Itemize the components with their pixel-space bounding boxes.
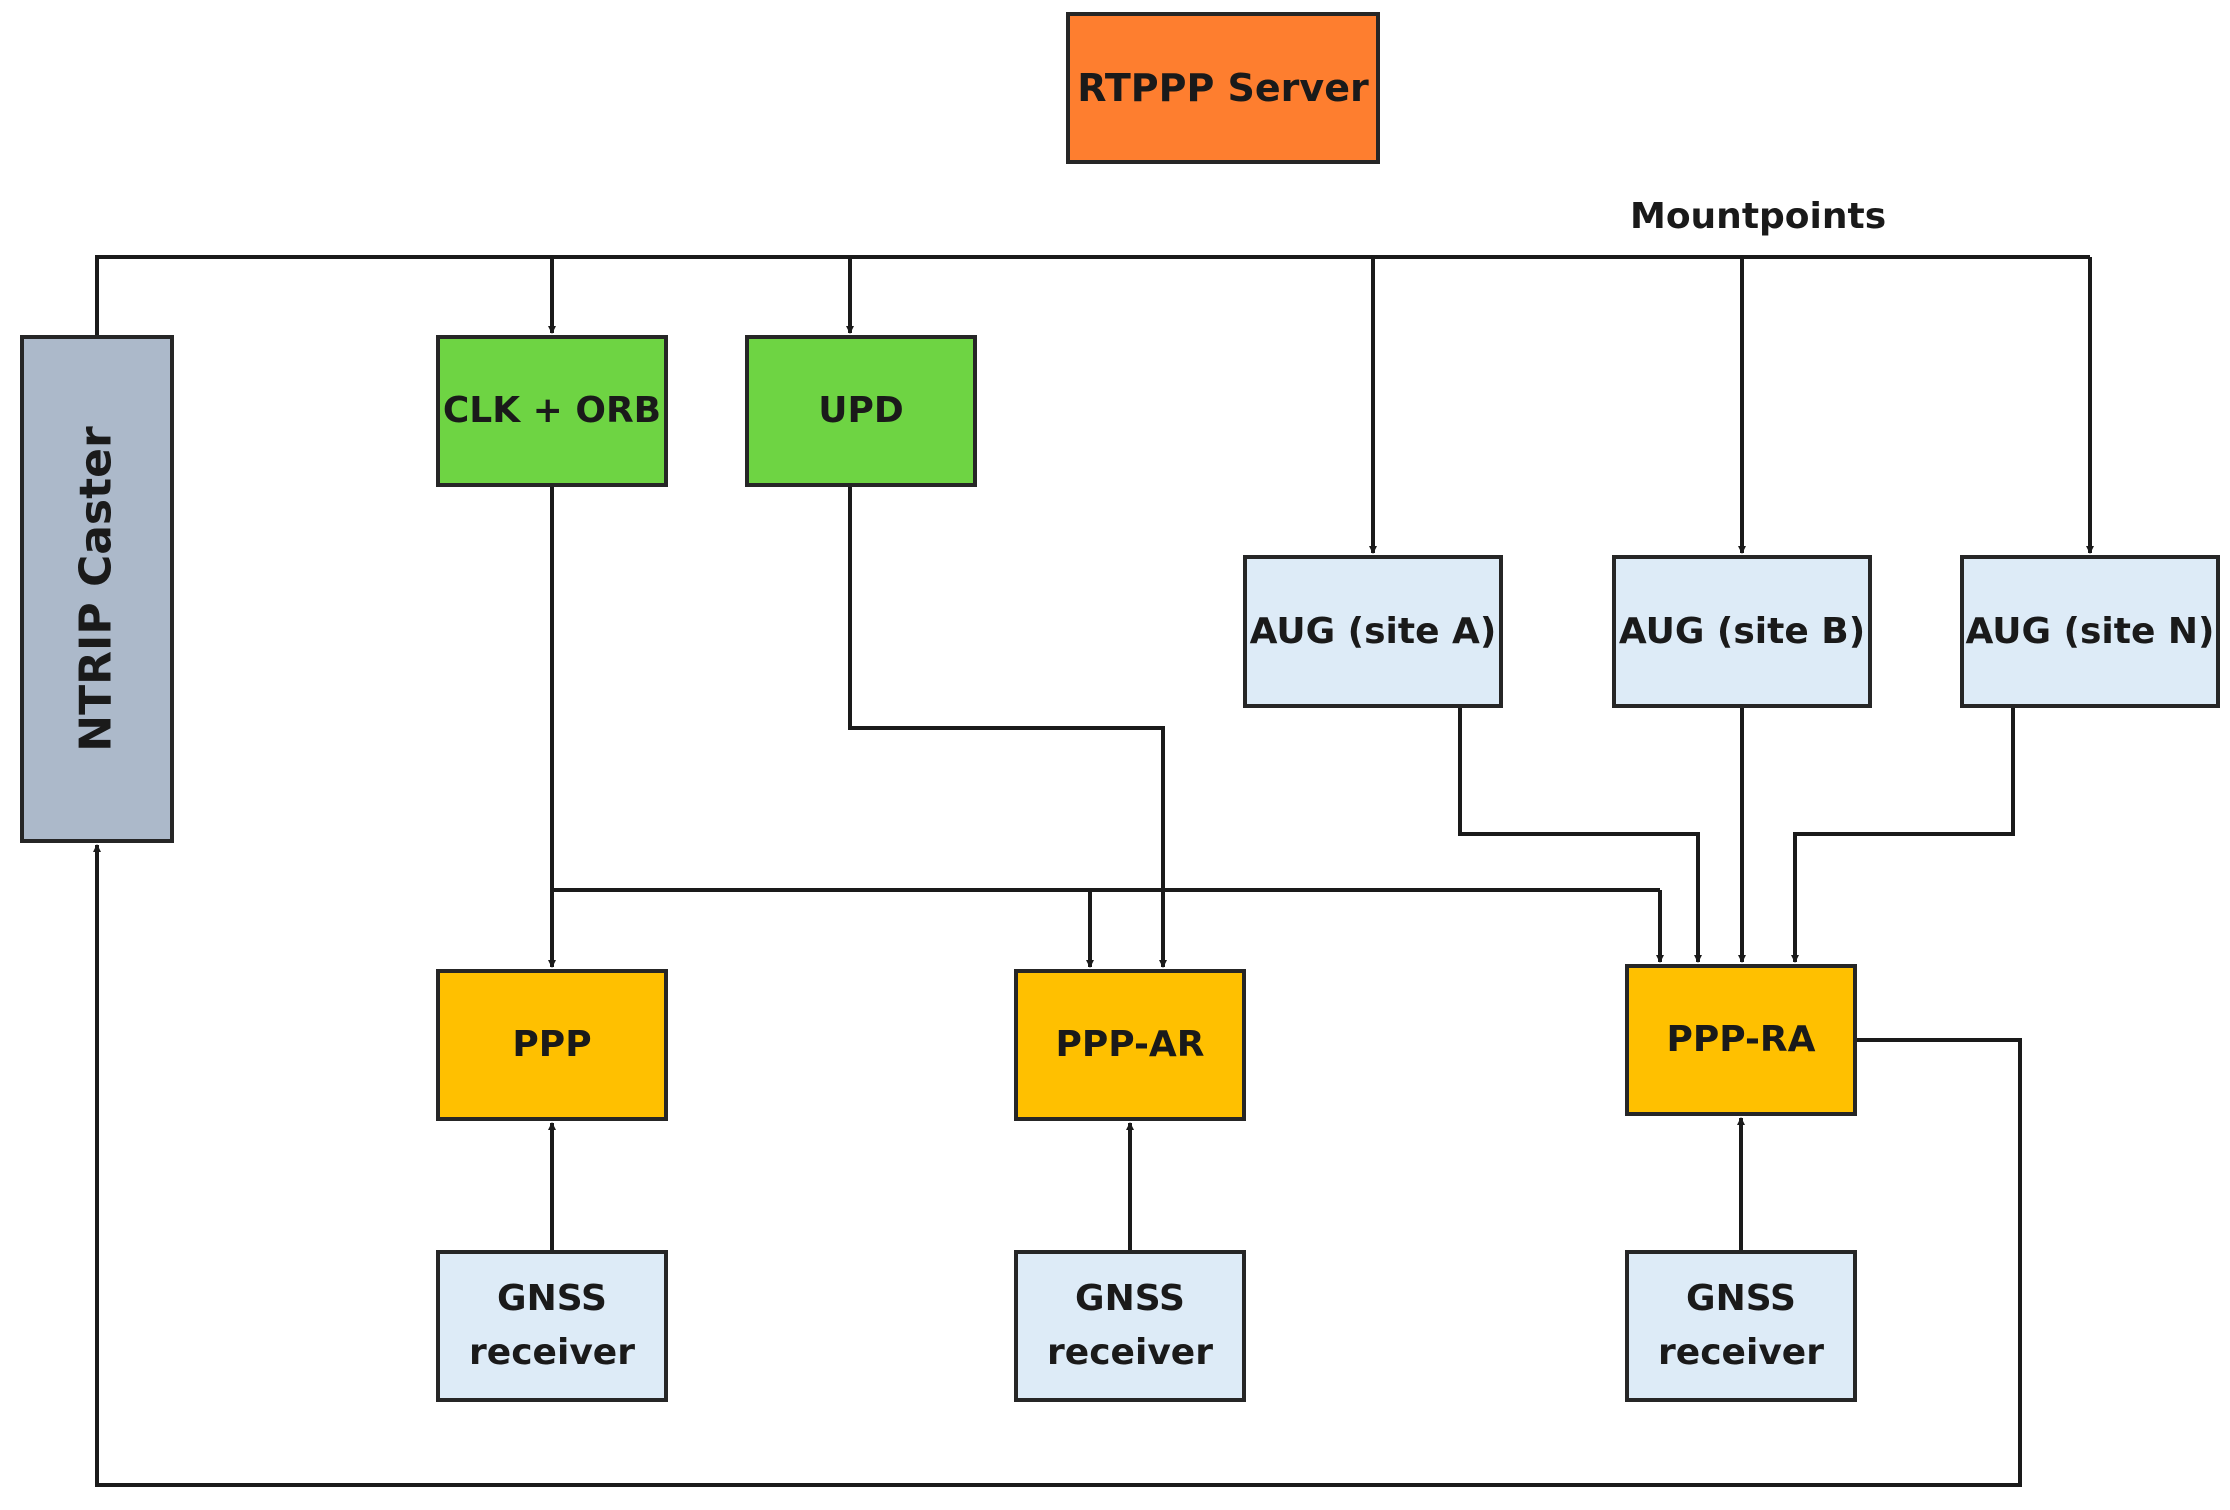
caster-to-bus-line <box>95 255 2090 335</box>
aug-n-to-ppp-ra-line <box>1791 708 2015 963</box>
ntrip-caster-box: NTRIP Caster <box>20 335 174 843</box>
gnss-receiver-2-box: GNSS receiver <box>1014 1250 1246 1402</box>
rtppp-server-label: RTPPP Server <box>1077 65 1369 110</box>
gnss-receiver-3-box: GNSS receiver <box>1625 1250 1857 1402</box>
upd-label: UPD <box>818 390 904 431</box>
gnss-receiver-2-label: GNSS receiver <box>1047 1278 1213 1373</box>
ppp-ar-label: PPP-AR <box>1055 1024 1205 1065</box>
upd-box: UPD <box>745 335 977 487</box>
ppp-box: PPP <box>436 969 668 1121</box>
aug-site-n-box: AUG (site N) <box>1960 555 2220 708</box>
ntrip-caster-label: NTRIP Caster <box>71 426 122 752</box>
clk-orb-box: CLK + ORB <box>436 335 668 487</box>
aug-site-b-box: AUG (site B) <box>1612 555 1872 708</box>
upd-to-ppp-ar-line <box>848 487 1167 968</box>
gnss-receiver-1-box: GNSS receiver <box>436 1250 668 1402</box>
gnss-receiver-1-label: GNSS receiver <box>469 1278 635 1373</box>
ppp-ra-box: PPP-RA <box>1625 964 1857 1116</box>
ppp-ra-label: PPP-RA <box>1666 1019 1816 1060</box>
rtppp-server-box: RTPPP Server <box>1066 12 1380 164</box>
aug-site-a-label: AUG (site A) <box>1249 610 1497 652</box>
mountpoints-label: Mountpoints <box>1630 196 1887 237</box>
ppp-ar-box: PPP-AR <box>1014 969 1246 1121</box>
aug-site-a-box: AUG (site A) <box>1243 555 1503 708</box>
aug-site-b-label: AUG (site B) <box>1618 610 1866 652</box>
aug-site-n-label: AUG (site N) <box>1965 610 2215 652</box>
ppp-ra-to-caster-line <box>93 844 2022 1487</box>
aug-a-to-ppp-ra-line <box>1458 708 1702 963</box>
gnss-receiver-3-label: GNSS receiver <box>1658 1278 1824 1373</box>
clk-orb-label: CLK + ORB <box>442 390 662 431</box>
ppp-label: PPP <box>512 1024 592 1065</box>
